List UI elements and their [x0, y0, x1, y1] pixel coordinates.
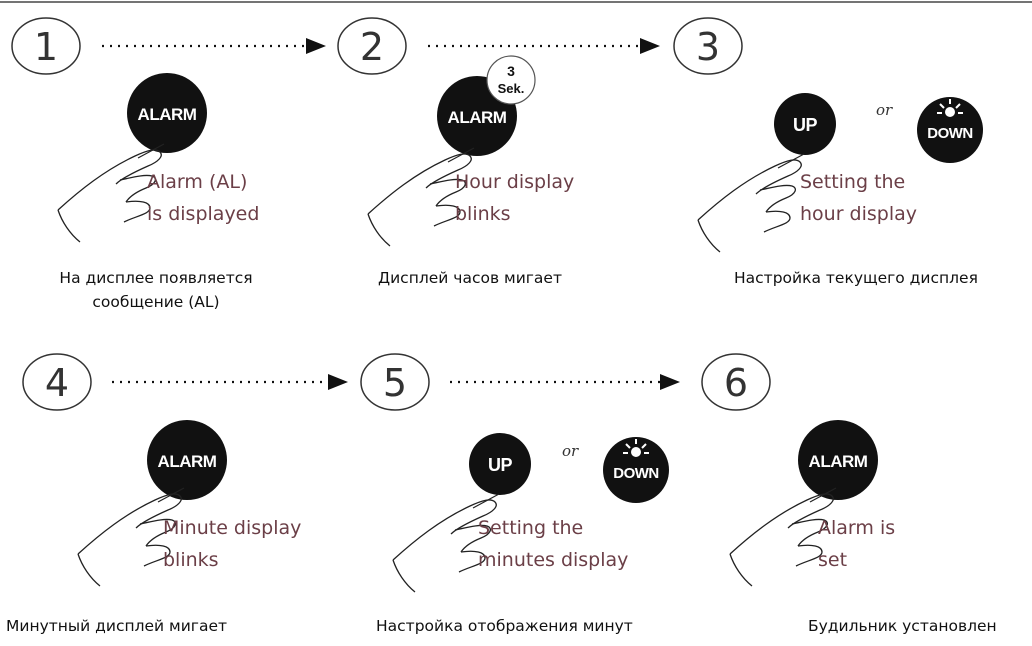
step-number: 1 — [34, 25, 58, 69]
light-bulb-icon — [623, 439, 649, 457]
caption-ru-line-1: Настройка отображения минут — [376, 617, 633, 635]
caption-en-line-1: Alarm (AL) — [147, 171, 247, 193]
caption-en-line-1: Setting the — [800, 171, 905, 193]
hand-icon — [57, 143, 165, 243]
caption-en-line-1: Alarm is — [818, 517, 895, 539]
step-number-circle — [11, 17, 81, 75]
arrow-head-icon — [660, 374, 680, 390]
step-2: 2 ALARM 3 Sek. Hour display blinks — [337, 17, 574, 247]
caption-ru-line-1: На дисплее появляется — [59, 269, 253, 287]
down-button-label: DOWN — [927, 125, 973, 142]
caption-ru-step-3: Настройка текущего дисплея — [734, 266, 978, 290]
alarm-button-label: ALARM — [809, 452, 868, 471]
arrow-2-to-3 — [428, 38, 660, 54]
up-button — [469, 433, 531, 495]
caption-ru-line-1: Будильник установлен — [808, 617, 997, 635]
step-1: 1 ALARM Alarm (AL) is displayed — [11, 17, 259, 243]
step-4: 4 ALARM Minute display blinks — [22, 353, 301, 587]
caption-ru-step-5: Настройка отображения минут — [376, 614, 633, 638]
alarm-button-label: ALARM — [138, 105, 197, 124]
hand-icon — [392, 493, 500, 593]
up-button-label: UP — [793, 115, 817, 135]
arrow-head-icon — [640, 38, 660, 54]
step-number-circle — [337, 17, 407, 75]
or-label: or — [562, 442, 579, 460]
arrow-5-to-6 — [450, 374, 680, 390]
down-button — [917, 97, 983, 163]
hand-icon — [367, 147, 475, 247]
timer-badge-unit: Sek. — [498, 81, 525, 96]
caption-en-line-1: Minute display — [163, 517, 301, 539]
caption-ru-line-1: Дисплей часов мигает — [378, 269, 562, 287]
alarm-button — [127, 73, 207, 153]
light-bulb-icon — [937, 99, 963, 117]
step-5: 5 UP or DOWN Setting the minutes display — [360, 353, 669, 593]
step-number-circle — [673, 17, 743, 75]
arrow-4-to-5 — [112, 374, 348, 390]
arrow-head-icon — [306, 38, 326, 54]
caption-ru-line-1: Настройка текущего дисплея — [734, 269, 978, 287]
caption-ru-step-1: На дисплее появляется сообщение (AL) — [16, 266, 296, 314]
caption-en-line-1: Hour display — [455, 171, 574, 193]
caption-en-line-2: minutes display — [478, 549, 628, 571]
step-number: 6 — [724, 361, 748, 405]
alarm-button-label: ALARM — [158, 452, 217, 471]
hand-icon — [697, 153, 805, 253]
step-6: 6 ALARM Alarm is set — [701, 353, 895, 587]
down-button — [603, 437, 669, 503]
alarm-button-label: ALARM — [448, 108, 507, 127]
caption-ru-step-2: Дисплей часов мигает — [378, 266, 562, 290]
caption-en-line-2: blinks — [455, 203, 511, 225]
step-number-circle — [360, 353, 430, 411]
timer-badge-number: 3 — [507, 63, 515, 79]
step-number: 4 — [45, 361, 69, 405]
caption-ru-step-6: Будильник установлен — [808, 614, 997, 638]
alarm-button — [798, 420, 878, 500]
arrow-1-to-2 — [102, 38, 326, 54]
step-number: 2 — [360, 25, 384, 69]
step-number-circle — [701, 353, 771, 411]
step-number: 3 — [696, 25, 720, 69]
alarm-button — [147, 420, 227, 500]
timer-badge — [486, 55, 536, 105]
caption-ru-line-2: сообщение (AL) — [92, 293, 220, 311]
caption-en-line-2: set — [818, 549, 847, 571]
up-button — [774, 93, 836, 155]
up-button-label: UP — [488, 455, 512, 475]
or-label: or — [876, 101, 893, 119]
caption-en-line-2: is displayed — [147, 203, 259, 225]
step-number-circle — [22, 353, 92, 411]
step-3: 3 UP or DOWN Setting the hour display — [673, 17, 983, 253]
step-number: 5 — [383, 361, 407, 405]
caption-en-line-2: blinks — [163, 549, 219, 571]
arrow-head-icon — [328, 374, 348, 390]
caption-en-line-1: Setting the — [478, 517, 583, 539]
caption-en-line-2: hour display — [800, 203, 917, 225]
caption-ru-step-4: Минутный дисплей мигает — [6, 614, 227, 638]
caption-ru-line-1: Минутный дисплей мигает — [6, 617, 228, 635]
down-button-label: DOWN — [613, 465, 659, 482]
